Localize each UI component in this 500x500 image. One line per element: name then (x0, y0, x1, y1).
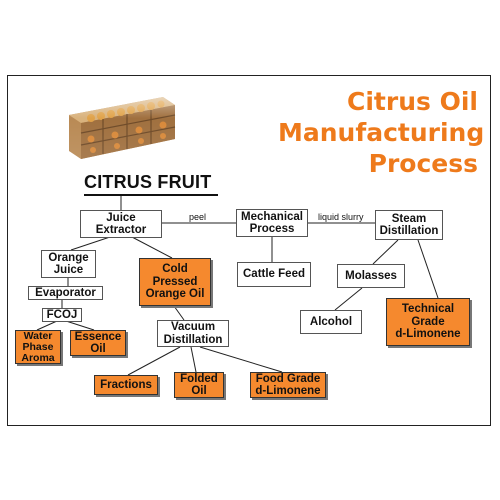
page-title: Citrus Oil Manufacturing Process (278, 86, 485, 179)
title-line-3: Process (368, 149, 478, 178)
citrus-fruit-heading: CITRUS FRUIT (84, 172, 212, 192)
edge-label-peel: peel (189, 212, 207, 222)
heading-underline (84, 194, 218, 196)
citrus-crates-photo (63, 93, 178, 165)
edge-label-liquid-slurry: liquid slurry (318, 212, 364, 222)
node-alcohol: Alcohol (300, 310, 362, 334)
node-cattle-feed: Cattle Feed (237, 262, 311, 287)
node-fcoj: FCOJ (42, 308, 82, 322)
title-line-2: Manufacturing (278, 118, 485, 147)
node-fractions: Fractions (94, 375, 158, 395)
node-molasses: Molasses (337, 264, 405, 288)
node-evaporator: Evaporator (28, 286, 103, 300)
title-line-1: Citrus Oil (347, 87, 478, 116)
